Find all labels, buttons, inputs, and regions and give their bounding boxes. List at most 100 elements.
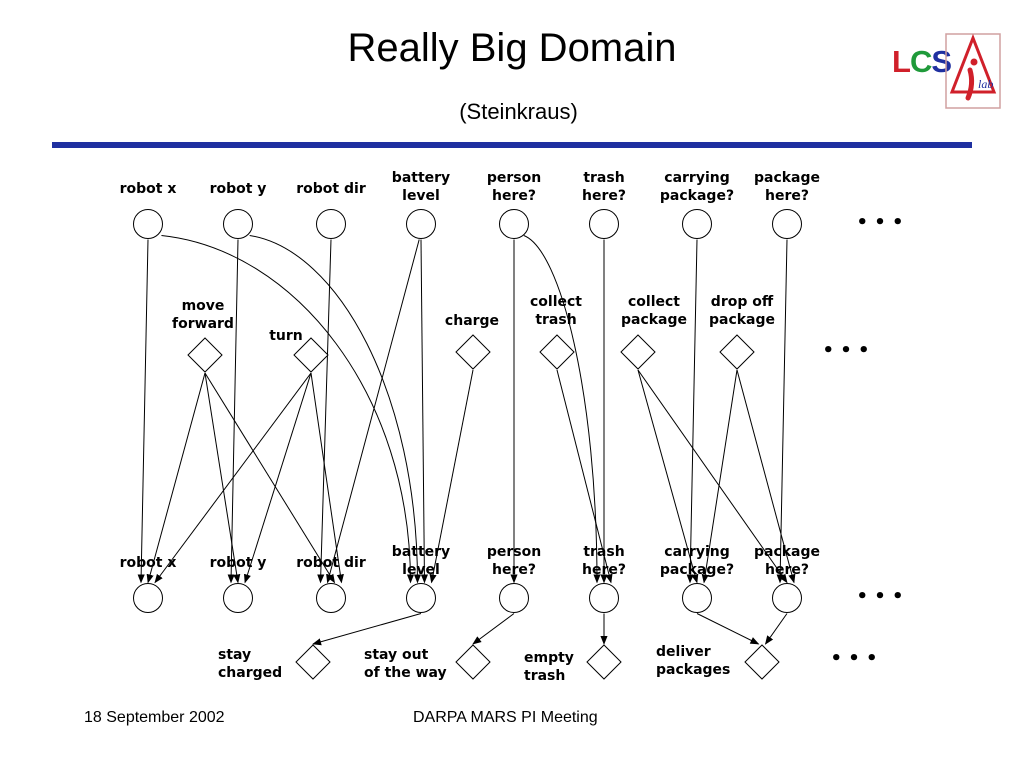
edge-action-turn-to-bottom-robotx bbox=[154, 372, 312, 584]
action-label-turn-line-1: turn bbox=[269, 328, 303, 344]
lcs-ilab-logo: LCS lab bbox=[888, 32, 1004, 112]
bottom-node-trash bbox=[589, 583, 619, 613]
bottom-label-battery-line-1: battery bbox=[392, 544, 450, 560]
top-label-trash-line-2: here? bbox=[582, 188, 626, 204]
top-label-roboty-line-1: robot y bbox=[210, 181, 267, 197]
reward-label-deliver-line-2: packages bbox=[656, 662, 730, 678]
action-node-dropoff bbox=[719, 334, 755, 370]
edge-top-robotdir-to-bottom-robotdir bbox=[317, 239, 332, 584]
top-node-robotdir bbox=[316, 209, 346, 239]
top-label-robotx-line-1: robot x bbox=[120, 181, 177, 197]
action-label-collecttrash-line-1: collect bbox=[530, 294, 582, 310]
bottom-label-roboty-line-1: robot y bbox=[210, 555, 267, 571]
slide-title: Really Big Domain bbox=[347, 26, 677, 70]
title-rule bbox=[52, 142, 972, 148]
action-node-move bbox=[187, 337, 223, 373]
action-node-turn bbox=[293, 337, 329, 373]
action-label-move-line-2: forward bbox=[172, 316, 234, 332]
footer-date: 18 September 2002 bbox=[84, 709, 225, 726]
edge-top-battery-to-bottom-battery bbox=[420, 239, 429, 584]
edge-top-robotx-to-bottom-battery bbox=[161, 235, 415, 584]
bottom-label-battery-line-2: level bbox=[402, 562, 440, 578]
reward-label-deliver-line-1: deliver bbox=[656, 644, 711, 660]
reward-label-emptytrash-line-1: empty bbox=[524, 650, 574, 666]
action-label-dropoff-line-1: drop off bbox=[711, 294, 774, 310]
bottom-node-robotdir bbox=[316, 583, 346, 613]
ilab-logo-icon: lab bbox=[945, 33, 1001, 109]
footer-meeting: DARPA MARS PI Meeting bbox=[413, 709, 598, 726]
bottom-node-robotx bbox=[133, 583, 163, 613]
bottom-label-trash-line-1: trash bbox=[583, 544, 624, 560]
edge-bottom-carrying-to-reward-deliver bbox=[696, 613, 760, 645]
top-node-package bbox=[772, 209, 802, 239]
bottom-node-roboty bbox=[223, 583, 253, 613]
action-label-collectpkg-line-1: collect bbox=[628, 294, 680, 310]
edge-action-collectpkg-to-bottom-carrying bbox=[637, 369, 699, 584]
top-node-robotx bbox=[133, 209, 163, 239]
edge-bottom-battery-to-reward-staycharged bbox=[312, 613, 422, 646]
logo-letter-s: S bbox=[931, 44, 952, 79]
edge-action-dropoff-to-bottom-carrying bbox=[701, 369, 738, 584]
edge-top-package-to-bottom-package bbox=[776, 239, 788, 584]
top-label-carrying-line-2: package? bbox=[660, 188, 734, 204]
ellipsis-4: • • • bbox=[830, 648, 877, 669]
reward-label-emptytrash-line-2: trash bbox=[524, 668, 565, 684]
logo-letter-l: L bbox=[892, 44, 911, 79]
edge-top-carrying-to-bottom-carrying bbox=[686, 239, 698, 584]
bottom-label-package-line-1: package bbox=[754, 544, 820, 560]
top-label-package-line-2: here? bbox=[765, 188, 809, 204]
reward-node-staycharged bbox=[295, 644, 331, 680]
edge-top-roboty-to-bottom-battery bbox=[249, 235, 422, 584]
top-node-trash bbox=[589, 209, 619, 239]
edge-action-move-to-bottom-robotdir bbox=[204, 372, 335, 584]
edge-action-move-to-bottom-roboty bbox=[204, 372, 241, 584]
top-label-package-line-1: package bbox=[754, 170, 820, 186]
top-label-trash-line-1: trash bbox=[583, 170, 624, 186]
top-node-roboty bbox=[223, 209, 253, 239]
edge-top-robotx-to-bottom-robotx bbox=[137, 239, 149, 584]
top-label-battery-line-2: level bbox=[402, 188, 440, 204]
top-label-battery-line-1: battery bbox=[392, 170, 450, 186]
top-node-carrying bbox=[682, 209, 712, 239]
edge-action-dropoff-to-bottom-package bbox=[736, 369, 796, 584]
edge-action-charge-to-bottom-battery bbox=[429, 369, 474, 584]
reward-node-stayout bbox=[455, 644, 491, 680]
top-label-carrying-line-1: carrying bbox=[664, 170, 729, 186]
reward-node-deliver bbox=[744, 644, 780, 680]
top-node-person bbox=[499, 209, 529, 239]
edge-action-collectpkg-to-bottom-package bbox=[637, 369, 788, 584]
bottom-node-carrying bbox=[682, 583, 712, 613]
bottom-node-package bbox=[772, 583, 802, 613]
edge-action-move-to-bottom-robotx bbox=[146, 372, 206, 584]
reward-label-stayout-line-1: stay out bbox=[364, 647, 429, 663]
bottom-node-person bbox=[499, 583, 529, 613]
edge-action-turn-to-bottom-roboty bbox=[244, 372, 312, 584]
logo-letter-c: C bbox=[909, 44, 932, 79]
reward-label-staycharged-line-1: stay bbox=[218, 647, 251, 663]
ellipsis-2: • • • bbox=[822, 340, 869, 361]
edge-action-turn-to-bottom-robotdir bbox=[310, 372, 344, 584]
top-label-robotdir-line-1: robot dir bbox=[296, 181, 366, 197]
edge-top-person-to-bottom-trash bbox=[523, 235, 601, 584]
bottom-label-robotx-line-1: robot x bbox=[120, 555, 177, 571]
action-label-dropoff-line-2: package bbox=[709, 312, 775, 328]
edge-top-roboty-to-bottom-roboty bbox=[227, 239, 239, 584]
action-label-charge-line-1: charge bbox=[445, 313, 499, 329]
reward-node-emptytrash bbox=[586, 644, 622, 680]
action-label-collectpkg-line-2: package bbox=[621, 312, 687, 328]
edge-bottom-package-to-reward-deliver bbox=[764, 613, 788, 645]
bottom-label-package-line-2: here? bbox=[765, 562, 809, 578]
slide-subtitle: (Steinkraus) bbox=[459, 99, 578, 124]
bottom-label-person-line-1: person bbox=[487, 544, 541, 560]
bottom-label-trash-line-2: here? bbox=[582, 562, 626, 578]
bottom-label-robotdir-line-1: robot dir bbox=[296, 555, 366, 571]
top-label-person-line-2: here? bbox=[492, 188, 536, 204]
bottom-label-carrying-line-1: carrying bbox=[664, 544, 729, 560]
ellipsis-1: • • • bbox=[856, 212, 903, 233]
bottom-label-person-line-2: here? bbox=[492, 562, 536, 578]
reward-label-stayout-line-2: of the way bbox=[364, 665, 447, 681]
action-node-collectpkg bbox=[620, 334, 656, 370]
edge-bottom-person-to-reward-stayout bbox=[472, 613, 515, 645]
ilab-logo-label: lab bbox=[978, 77, 993, 91]
